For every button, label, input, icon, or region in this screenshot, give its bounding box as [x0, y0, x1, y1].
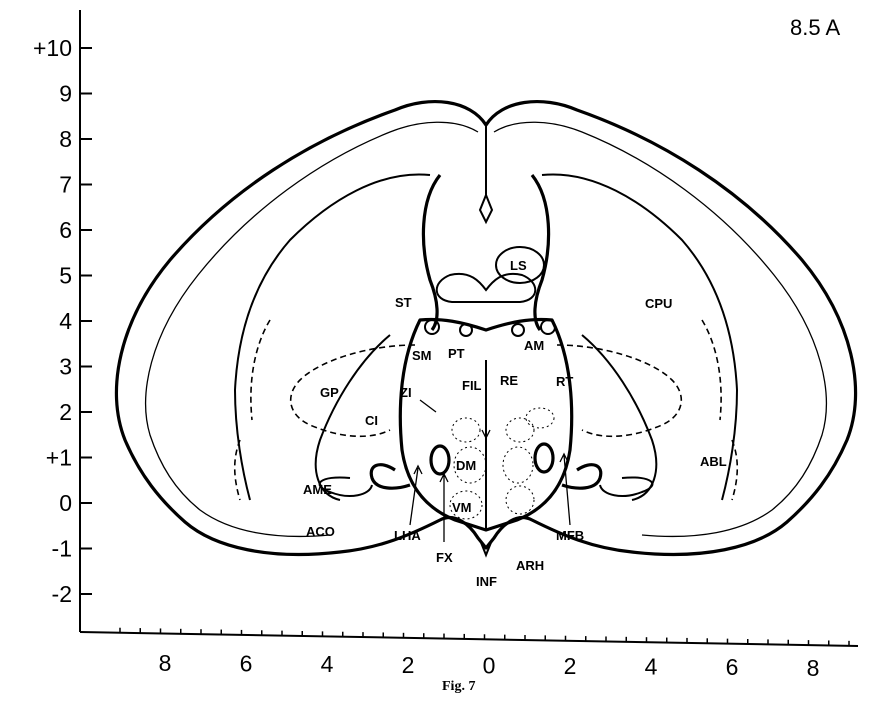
hypothalamus-right — [562, 465, 601, 488]
label-dm: DM — [456, 458, 476, 473]
plate-label: 8.5 A — [790, 15, 840, 40]
label-arh: ARH — [516, 558, 544, 573]
arrow-zi — [420, 400, 436, 412]
nucleus-dotted-right-3 — [506, 418, 534, 442]
x-tick-label: 8 — [159, 650, 172, 676]
label-am: AM — [524, 338, 544, 353]
y-tick-label: 8 — [59, 126, 72, 152]
label-ci: CI — [365, 413, 378, 428]
globus-pallidus-boundary-right — [557, 345, 681, 436]
x-tick-label: 8 — [807, 655, 820, 681]
nucleus-dotted-left-3 — [452, 418, 480, 442]
label-mfb: MFB — [556, 528, 584, 543]
label-ame: AME — [303, 482, 332, 497]
y-tick-label: +1 — [46, 445, 72, 471]
label-rt: RT — [556, 374, 573, 389]
x-tick-label: 0 — [483, 652, 496, 678]
label-abl: ABL — [700, 454, 727, 469]
y-tick-label: 4 — [59, 308, 72, 334]
third-ventricle — [480, 360, 492, 555]
lateral-ventricle — [437, 274, 536, 302]
am-nucleus — [512, 324, 524, 336]
label-pt: PT — [448, 346, 465, 361]
internal-capsule-right — [582, 335, 656, 500]
y-tick-label: 0 — [59, 490, 72, 516]
label-aco: ACO — [306, 524, 335, 539]
y-tick-label: -2 — [52, 581, 72, 607]
arrow-fil — [482, 400, 490, 438]
fornix-right — [535, 444, 553, 472]
label-lha: LHA — [394, 528, 421, 543]
y-tick-label: 6 — [59, 217, 72, 243]
y-tick-label: 2 — [59, 399, 72, 425]
y-tick-label: 5 — [59, 263, 72, 289]
label-inf: INF — [476, 574, 497, 589]
fornix-left — [431, 446, 449, 474]
y-tick-label: 9 — [59, 81, 72, 107]
brain-section-drawing — [116, 102, 855, 555]
arrow-fx — [440, 474, 448, 542]
label-fx: FX — [436, 550, 453, 565]
y-tick-label: 3 — [59, 354, 72, 380]
internal-capsule-left — [316, 335, 390, 500]
label-fil: FIL — [462, 378, 482, 393]
corpus-callosum — [423, 175, 548, 330]
nucleus-dotted-right-1 — [503, 447, 533, 483]
label-zi: ZI — [400, 385, 412, 400]
stria-terminalis-left — [425, 320, 439, 334]
hypothalamus-left — [371, 465, 410, 488]
label-gp: GP — [320, 385, 339, 400]
midline-fissure — [480, 125, 492, 222]
label-sm: SM — [412, 348, 432, 363]
stria-terminalis-right — [541, 320, 555, 334]
label-re: RE — [500, 373, 518, 388]
x-tick-label: 6 — [726, 654, 739, 680]
nucleus-dotted-right-2 — [506, 486, 534, 514]
x-tick-label: 4 — [645, 654, 658, 680]
label-cpu: CPU — [645, 296, 672, 311]
inner-cortex-line — [146, 122, 478, 536]
inner-cortex-line-right — [494, 122, 826, 536]
x-tick-label: 2 — [402, 652, 415, 678]
y-tick-label: 7 — [59, 172, 72, 198]
x-tick-label: 2 — [564, 653, 577, 679]
x-axis-line — [80, 632, 858, 646]
label-vm: VM — [452, 500, 472, 515]
x-tick-label: 4 — [321, 651, 334, 677]
y-tick-label: +10 — [33, 35, 72, 61]
globus-pallidus-boundary — [291, 345, 415, 436]
label-ls: LS — [510, 258, 527, 273]
label-st: ST — [395, 295, 412, 310]
figure-caption: Fig. 7 — [442, 679, 475, 694]
nucleus-dotted-mid — [526, 408, 554, 428]
x-tick-label: 6 — [240, 651, 253, 677]
structure-labels: LS ST CPU SM PT AM GP ZI FIL RE RT CI DM… — [303, 258, 727, 589]
y-tick-label: -1 — [52, 536, 72, 562]
